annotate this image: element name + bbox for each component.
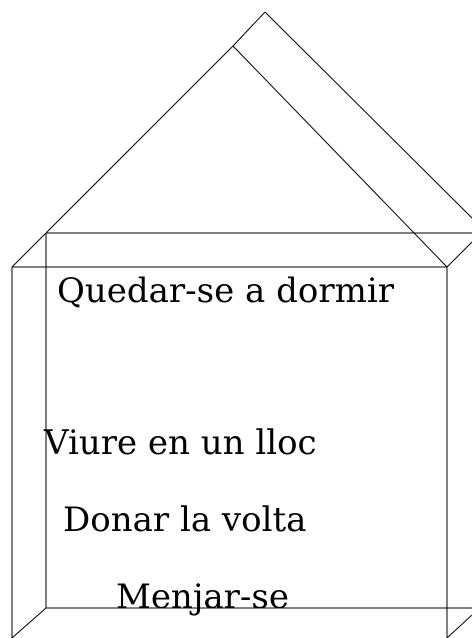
roof-back-left-line xyxy=(45,45,234,234)
phrase-quedar-se-a-dormir: Quedar-se a dormir xyxy=(57,271,394,311)
phrase-menjar-se: Menjar-se xyxy=(116,577,289,617)
depth-line-top-left xyxy=(11,232,47,268)
depth-line-bottom-right xyxy=(446,614,472,638)
roof-ridge-line xyxy=(232,11,266,47)
depth-line-top-right xyxy=(446,241,472,268)
roof-back-right-line xyxy=(264,11,472,219)
depth-line-bottom-left xyxy=(11,607,47,638)
roof-front-right-line xyxy=(232,45,448,268)
phrase-donar-la-volta: Donar la volta xyxy=(63,500,307,540)
phrase-viure-en-un-lloc: Viure en un lloc xyxy=(44,423,317,463)
